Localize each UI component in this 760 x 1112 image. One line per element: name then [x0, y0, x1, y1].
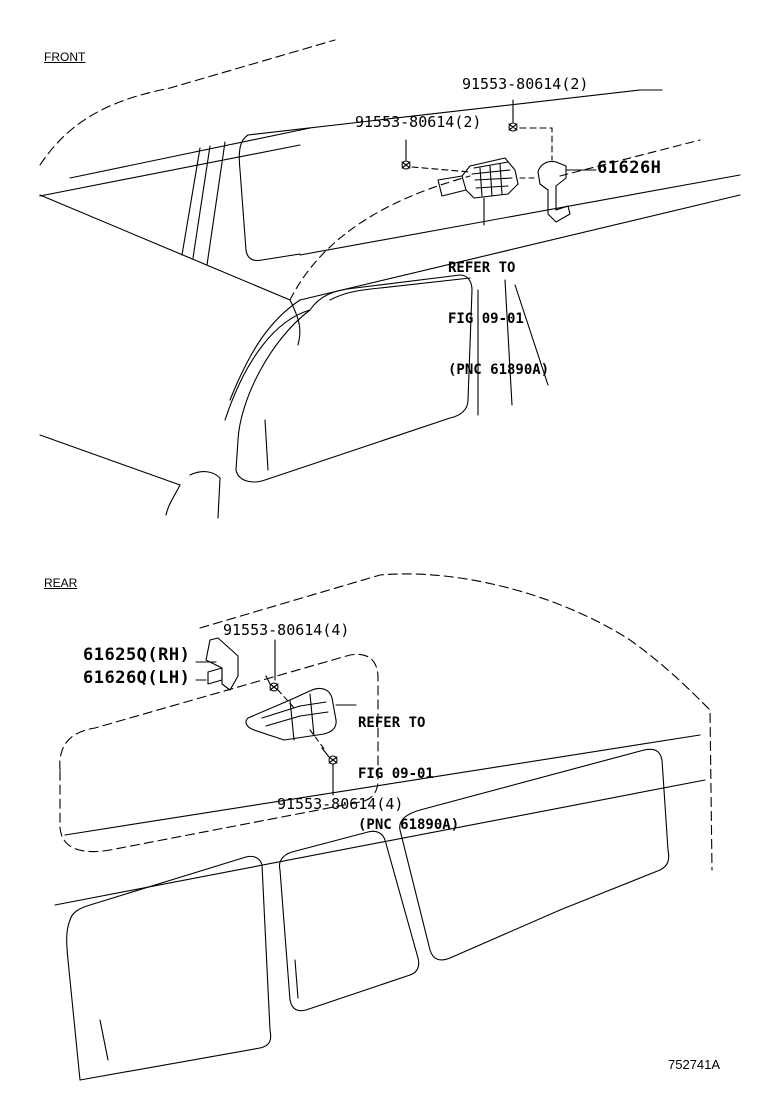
front-screw-upper-label: 91553-80614(2)	[462, 75, 589, 93]
rear-part-lh-label: 61626Q(LH)	[83, 668, 191, 688]
rear-part-rh-label: 61625Q(RH)	[83, 645, 191, 665]
front-section-title: FRONT	[44, 50, 86, 64]
rear-screw-lower-label: 91553-80614(4)	[277, 795, 404, 813]
front-refer-line2: FIG 09-01	[448, 311, 524, 327]
front-body-outline	[39, 39, 741, 519]
front-refer-note: REFER TO FIG 09-01 (PNC 61890A)	[448, 226, 549, 413]
figure-id: 752741A	[668, 1057, 721, 1072]
rear-refer-line2: FIG 09-01	[358, 766, 434, 782]
front-part-label: 61626H	[597, 158, 662, 178]
rear-section-title: REAR	[44, 576, 78, 590]
front-screw-lower-label: 91553-80614(2)	[355, 113, 482, 131]
rear-components	[195, 637, 357, 796]
front-components	[401, 99, 597, 226]
rear-body-outline	[54, 573, 713, 1081]
rear-refer-line3: (PNC 61890A)	[358, 817, 460, 833]
front-refer-line1: REFER TO	[448, 260, 516, 276]
rear-refer-line1: REFER TO	[358, 715, 426, 731]
front-refer-line3: (PNC 61890A)	[448, 362, 550, 378]
rear-refer-note: REFER TO FIG 09-01 (PNC 61890A)	[358, 681, 459, 868]
rear-screw-upper-label: 91553-80614(4)	[223, 621, 350, 639]
